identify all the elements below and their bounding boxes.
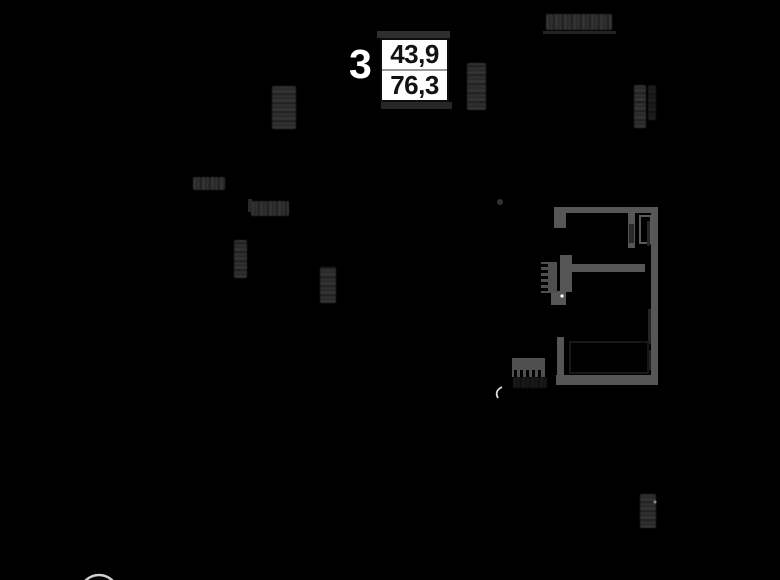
hatch-element-upper xyxy=(541,262,557,293)
door-handle-dot xyxy=(560,294,564,298)
closet-outline xyxy=(639,215,652,244)
dimension-label-left-upper xyxy=(272,86,296,129)
dimension-label-under-hatch xyxy=(513,377,547,388)
area-box: 43,9 76,3 xyxy=(380,38,449,102)
total-area-value: 76,3 xyxy=(390,70,439,100)
dimension-label-top xyxy=(546,14,612,30)
dimension-label-mid-left-b xyxy=(251,201,289,216)
hatch-element-lower xyxy=(512,358,545,377)
label-bottom-bar xyxy=(381,102,452,109)
dimension-label-right-upper-b xyxy=(648,85,656,120)
dimension-label-right-upper-a xyxy=(634,85,646,128)
dimension-label-top-underline xyxy=(543,31,616,34)
dimension-label-center-upper xyxy=(467,63,486,110)
dimension-label-left-lower xyxy=(234,240,247,278)
floor-plan-walls xyxy=(551,207,658,385)
plan-dot xyxy=(497,199,503,205)
living-area-value: 43,9 xyxy=(390,39,439,69)
window-door-marks xyxy=(629,221,651,370)
door-swing-arc xyxy=(495,386,503,399)
dimension-label-bottom-right xyxy=(640,494,656,528)
dimension-label-mid-left-a xyxy=(193,177,225,190)
area-box-divider xyxy=(382,69,447,71)
dimension-tick xyxy=(248,199,252,212)
dimension-label-center-lower xyxy=(320,267,336,303)
faint-furniture-outline xyxy=(569,341,649,374)
rooms-count: 3 xyxy=(349,41,372,87)
small-gray-dot xyxy=(653,500,657,504)
compass-circle xyxy=(84,573,114,580)
label-top-bar xyxy=(377,31,450,38)
